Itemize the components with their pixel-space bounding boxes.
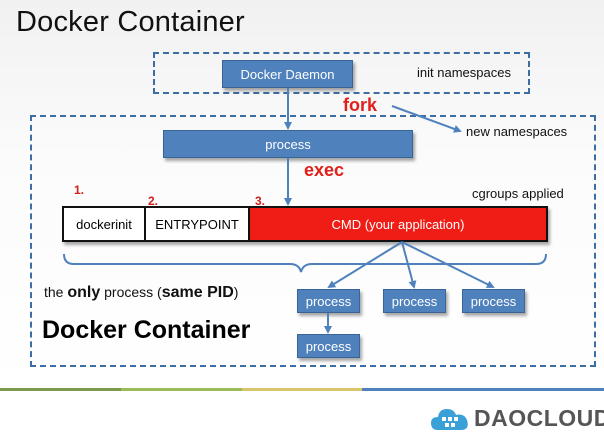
- stripe-seg-1: [0, 388, 121, 391]
- logo-text: DAOCLOUD: [474, 404, 604, 431]
- connector-layer: [63, 88, 547, 334]
- stripe-seg-5: [483, 388, 604, 391]
- new-namespaces-label: new namespaces: [466, 124, 568, 139]
- cmd-to-child-3-arrow: [401, 241, 495, 288]
- cmd-to-child-1-arrow: [327, 241, 403, 289]
- caption-same-pid: same PID: [161, 284, 234, 301]
- caption-prefix: the: [44, 284, 68, 300]
- cgroups-label: cgroups applied: [472, 186, 564, 201]
- new-namespace-box: [30, 115, 596, 367]
- slide: Docker Container Docker Daemon init name…: [0, 0, 604, 388]
- exec-label: exec: [304, 160, 345, 180]
- cmd-to-child-2-arrow: [401, 241, 417, 289]
- docker-daemon-box: Docker Daemon: [222, 60, 353, 88]
- fork-arrow: [391, 105, 462, 133]
- fork-label: fork: [343, 95, 378, 115]
- caption-only: only: [67, 284, 101, 301]
- cmd-segment: CMD (your application): [250, 208, 546, 240]
- init-namespaces-label: init namespaces: [417, 65, 511, 80]
- slide-title: Docker Container: [16, 6, 245, 38]
- grandchild-process: process: [297, 334, 360, 358]
- process-bar: process: [163, 130, 413, 158]
- footer-stripe: [0, 388, 604, 391]
- init-namespace-box: [153, 52, 530, 94]
- child-process-2: process: [383, 289, 446, 313]
- process-chain: dockerinit ENTRYPOINT CMD (your applicat…: [62, 206, 548, 242]
- stripe-seg-2: [120, 388, 242, 391]
- container-title: Docker Container: [42, 316, 251, 344]
- daocloud-logo: DAOCLOUD: [430, 403, 604, 433]
- step-number-3: 3.: [255, 194, 266, 208]
- cloud-icon: [431, 409, 468, 430]
- stripe-seg-4: [362, 388, 484, 391]
- only-process-caption: the only process (same PID): [44, 284, 238, 302]
- step-number-2: 2.: [148, 194, 159, 208]
- pid-brace: [63, 253, 547, 273]
- child-process-3: process: [462, 289, 525, 313]
- entrypoint-segment: ENTRYPOINT: [146, 208, 250, 240]
- stripe-seg-3: [241, 388, 363, 391]
- caption-middle: process (: [100, 284, 162, 300]
- child-process-1: process: [297, 289, 360, 313]
- caption-suffix: ): [233, 284, 239, 300]
- dockerinit-segment: dockerinit: [64, 208, 146, 240]
- step-number-1: 1.: [74, 183, 85, 197]
